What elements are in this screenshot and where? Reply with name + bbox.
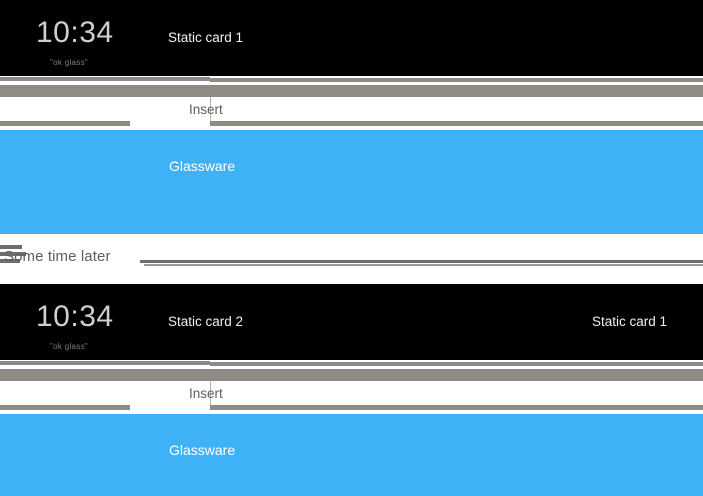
insert-marker-icon [210,97,211,121]
timeline-rule [210,405,703,410]
insert-marker-icon [210,381,211,405]
ok-glass-hint: "ok glass" [50,58,89,67]
some-time-later-divider: Some time later [0,242,703,276]
timeline-rule [210,121,703,126]
timeline-card-strip-before: 10:34 "ok glass" Static card 1 [0,0,703,76]
insert-strip-after: Insert [0,381,703,405]
glassware-band-before: Glassware [0,130,703,234]
timeline-rule [0,77,210,81]
timeline-arrow-icon [0,243,30,265]
glassware-label: Glassware [169,442,236,458]
insert-label: Insert [189,102,223,117]
divider-label: Some time later [4,248,111,265]
timeline-rule [210,362,703,366]
insert-label: Insert [189,386,223,401]
clock-time: 10:34 [36,16,114,49]
divider-rule [140,260,703,263]
timeline-rule [0,85,210,97]
divider-rule-secondary [144,264,703,266]
timeline-rule [0,369,210,381]
timeline-rule [210,85,703,97]
timeline-rule [0,361,210,365]
clock-time: 10:34 [36,300,114,333]
glassware-label: Glassware [169,158,236,174]
static-card-label: Static card 1 [592,314,668,329]
timeline-rule [0,121,130,126]
static-card-label: Static card 2 [168,314,244,329]
ok-glass-hint: "ok glass" [50,342,89,351]
timeline-rule [0,405,130,410]
insert-strip-before: Insert [0,97,703,121]
timeline-rule [210,369,703,381]
timeline-card-strip-after: 10:34 "ok glass" Static card 2 Static ca… [0,284,703,360]
static-card-label: Static card 1 [168,30,244,45]
timeline-rule [210,78,703,82]
glassware-band-after: Glassware [0,414,703,496]
